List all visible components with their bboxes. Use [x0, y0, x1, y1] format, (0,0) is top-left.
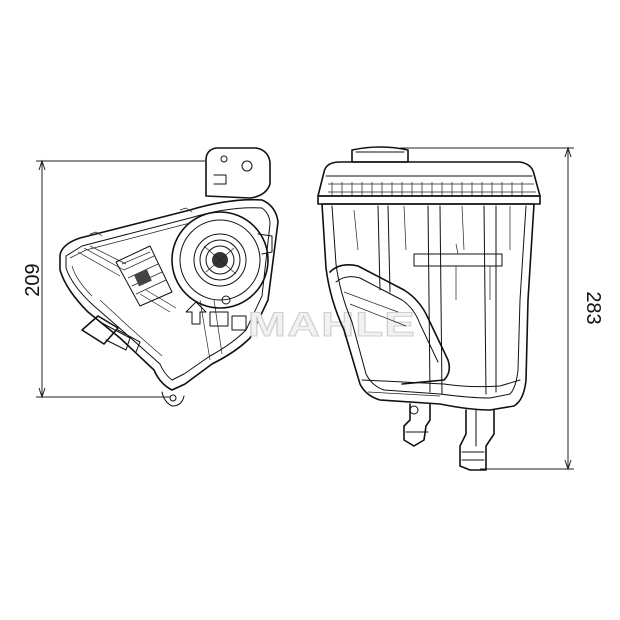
left-view: 209 — [22, 147, 279, 407]
dimension-label-283: 283 — [582, 291, 604, 324]
warning-label — [115, 245, 173, 307]
cap-top — [351, 146, 409, 163]
outlet-connector-left — [81, 315, 141, 353]
tank-body-front — [321, 203, 535, 411]
dimension-283: 283 — [400, 146, 604, 471]
filler-cap — [171, 211, 273, 309]
bottom-outlets — [403, 403, 495, 471]
small-outlets — [209, 295, 247, 331]
mounting-bracket — [205, 147, 271, 199]
flow-arrow — [185, 301, 207, 325]
tank-body-top — [59, 198, 279, 407]
tank-lid — [317, 161, 541, 205]
flange-ribs — [328, 182, 536, 196]
dimension-label-209: 209 — [22, 263, 44, 296]
mahle-watermark: MAHLE — [248, 306, 416, 344]
dimension-209: 209 — [22, 159, 205, 399]
right-view: 283 — [317, 146, 604, 471]
